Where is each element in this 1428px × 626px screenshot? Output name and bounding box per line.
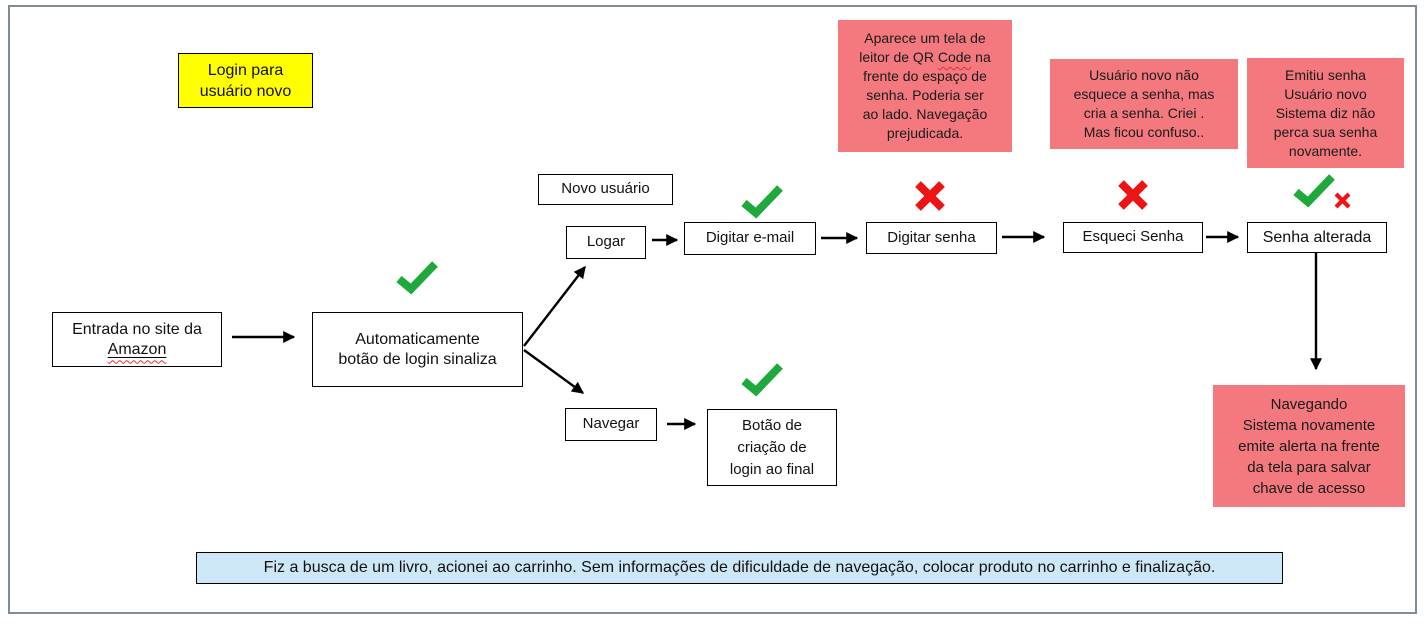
note-login-usuario-novo[interactable]: Login para usuário novo	[178, 53, 313, 108]
sticky-line: esquece a senha, mas	[1073, 86, 1215, 102]
sticky-navegando-alerta[interactable]: Navegando Sistema novamente emite alerta…	[1213, 385, 1405, 507]
sticky-line: Sistema novamente	[1242, 416, 1376, 434]
node-logar[interactable]: Logar	[566, 226, 646, 259]
node-digitar-email[interactable]: Digitar e-mail	[684, 222, 816, 255]
node-esqueci-senha[interactable]: Esqueci Senha	[1063, 222, 1203, 253]
slide-border	[8, 5, 1417, 614]
node-novo-usuario[interactable]: Novo usuário	[538, 174, 673, 205]
sticky-line: Usuário novo	[1284, 85, 1367, 102]
node-line: Botão de	[741, 416, 803, 434]
node-line: Entrada no site da	[72, 320, 202, 338]
sticky-line: novamente.	[1288, 142, 1363, 159]
node-line: Amazon	[108, 340, 167, 360]
sticky-line: Usuário novo não	[1089, 67, 1199, 83]
sticky-line: frente do espaço de	[863, 68, 987, 84]
sticky-line: Navegando	[1270, 395, 1348, 413]
node-line: login ao final	[729, 460, 815, 478]
node-label: Senha alterada	[1262, 228, 1372, 246]
sticky-emitiu-senha[interactable]: Emitiu senha Usuário novo Sistema diz nã…	[1247, 58, 1404, 168]
sticky-line: perca sua senha	[1273, 123, 1378, 140]
sticky-line: Mas ficou confuso..	[1083, 124, 1205, 140]
sticky-line: Sistema diz não	[1275, 104, 1376, 121]
note-line: usuário novo	[199, 82, 292, 100]
sticky-line: prejudicada.	[886, 125, 964, 141]
sticky-senha-confuso[interactable]: Usuário novo não esquece a senha, mas cr…	[1050, 59, 1238, 149]
node-entrada-site-amazon[interactable]: Entrada no site da Amazon	[52, 312, 222, 367]
node-label: Digitar e-mail	[705, 229, 795, 247]
sticky-line: emite alerta na frente	[1238, 437, 1380, 455]
node-label: Navegar	[582, 415, 640, 433]
spellcheck-word: Amazon	[107, 340, 167, 358]
sticky-qr-code[interactable]: Aparece um tela de leitor de QR Code na …	[838, 20, 1012, 152]
note-line: Login para	[207, 61, 284, 79]
node-line: botão de login sinaliza	[338, 350, 497, 368]
sticky-line: Aparece um tela de	[864, 30, 986, 46]
node-label: Esqueci Senha	[1082, 228, 1184, 246]
sticky-line: senha. Poderia ser	[866, 87, 984, 103]
node-automaticamente-login[interactable]: Automaticamente botão de login sinaliza	[312, 312, 523, 387]
sticky-line: da tela para salvar	[1247, 458, 1371, 476]
node-navegar[interactable]: Navegar	[565, 408, 657, 441]
sticky-line: Emitiu senha	[1285, 66, 1366, 83]
sticky-text: na	[971, 49, 991, 65]
sticky-line: chave de acesso	[1252, 479, 1366, 497]
node-line: Automaticamente	[355, 330, 480, 348]
node-senha-alterada[interactable]: Senha alterada	[1247, 222, 1387, 253]
node-digitar-senha[interactable]: Digitar senha	[866, 222, 997, 254]
sticky-line: ao lado. Navegação	[862, 106, 988, 122]
node-label: Novo usuário	[561, 180, 650, 198]
sticky-text: leitor de QR	[859, 49, 938, 65]
sticky-line: cria a senha. Criei .	[1083, 105, 1205, 121]
node-botao-criacao-login[interactable]: Botão de criação de login ao final	[707, 409, 837, 486]
node-line: criação de	[737, 438, 807, 456]
sticky-line: leitor de QR Code na	[859, 48, 991, 67]
summary-text: Fiz a busca de um livro, acionei ao carr…	[263, 559, 1216, 576]
spellcheck-word: Code	[937, 49, 972, 65]
summary-bar[interactable]: Fiz a busca de um livro, acionei ao carr…	[196, 552, 1283, 584]
node-label: Digitar senha	[887, 228, 976, 246]
node-label: Logar	[586, 233, 626, 251]
